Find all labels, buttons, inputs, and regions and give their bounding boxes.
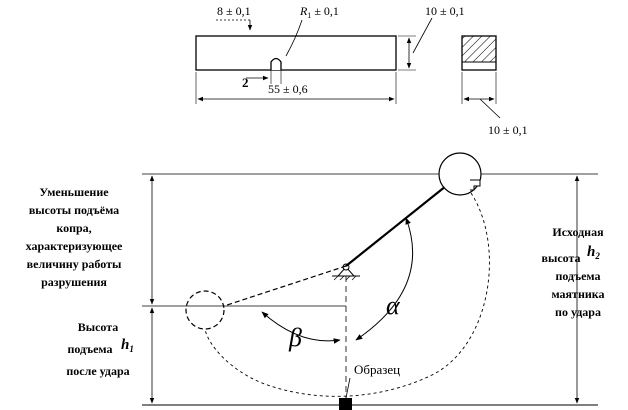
h1-label-bot: после удара xyxy=(66,364,129,378)
pendulum-head-initial xyxy=(438,152,482,196)
specimen-drawing: 8 ± 0,1 R1 ± 0,1 2 55 ± 0,6 10 ± 0,1 10 … xyxy=(195,4,528,137)
dim-radius-sub: 1 xyxy=(307,11,311,20)
left-label-line-1: Уменьшение xyxy=(39,185,109,199)
pendulum-arm-after xyxy=(223,265,347,307)
left-label-line-3: копра, xyxy=(56,221,91,235)
dim-section-width: 10 ± 0,1 xyxy=(488,123,528,137)
right-label-line-6: по удара xyxy=(555,305,601,319)
pendulum-head-after xyxy=(185,290,225,330)
right-label-top: Исходная xyxy=(552,225,604,239)
dim-top-left: 8 ± 0,1 xyxy=(217,4,251,18)
dim-radius-r: R xyxy=(299,4,308,18)
h1-symbol: h1 xyxy=(121,337,134,354)
pivot-support xyxy=(332,263,360,281)
left-label-line-6: разрушения xyxy=(41,275,107,289)
h1-label-mid: подъема xyxy=(67,342,112,356)
sample-block xyxy=(339,398,352,410)
right-label-block: Исходная высота h2 подъема маятника по у… xyxy=(541,225,604,319)
pendulum-arm-initial xyxy=(345,185,447,267)
h1-label-top: Высота xyxy=(78,320,119,334)
specimen-notch xyxy=(270,57,282,70)
left-label-line-5: величину работы xyxy=(27,257,122,271)
pendulum-drawing xyxy=(142,152,598,410)
right-label-mid: высота xyxy=(541,251,580,265)
left-label-block: Уменьшение высоты подъёма копра, характе… xyxy=(26,185,123,289)
right-label-line-5: маятника xyxy=(551,287,604,301)
h1-label-block: Высота подъема h1 после удара xyxy=(66,320,133,378)
swing-trajectory xyxy=(204,192,490,397)
h2-symbol: h2 xyxy=(587,244,600,261)
right-label-line-4: подъема xyxy=(555,269,600,283)
sample-label: Образец xyxy=(354,362,400,377)
dim-radius: R1 ± 0,1 xyxy=(299,4,339,20)
beta-arc xyxy=(261,311,341,344)
dim-length: 55 ± 0,6 xyxy=(268,82,308,96)
beta-label: β xyxy=(288,323,302,352)
alpha-label: α xyxy=(386,291,401,320)
left-label-line-4: характеризующее xyxy=(26,239,123,253)
specimen-bar xyxy=(195,35,397,71)
dim-radius-tol: ± 0,1 xyxy=(311,4,339,18)
specimen-section-hatch xyxy=(462,36,496,62)
dim-height: 10 ± 0,1 xyxy=(425,4,465,18)
dim-notch-depth: 2 xyxy=(242,75,249,90)
left-label-line-2: высоты подъёма xyxy=(29,203,119,217)
alpha-arc xyxy=(355,217,414,341)
